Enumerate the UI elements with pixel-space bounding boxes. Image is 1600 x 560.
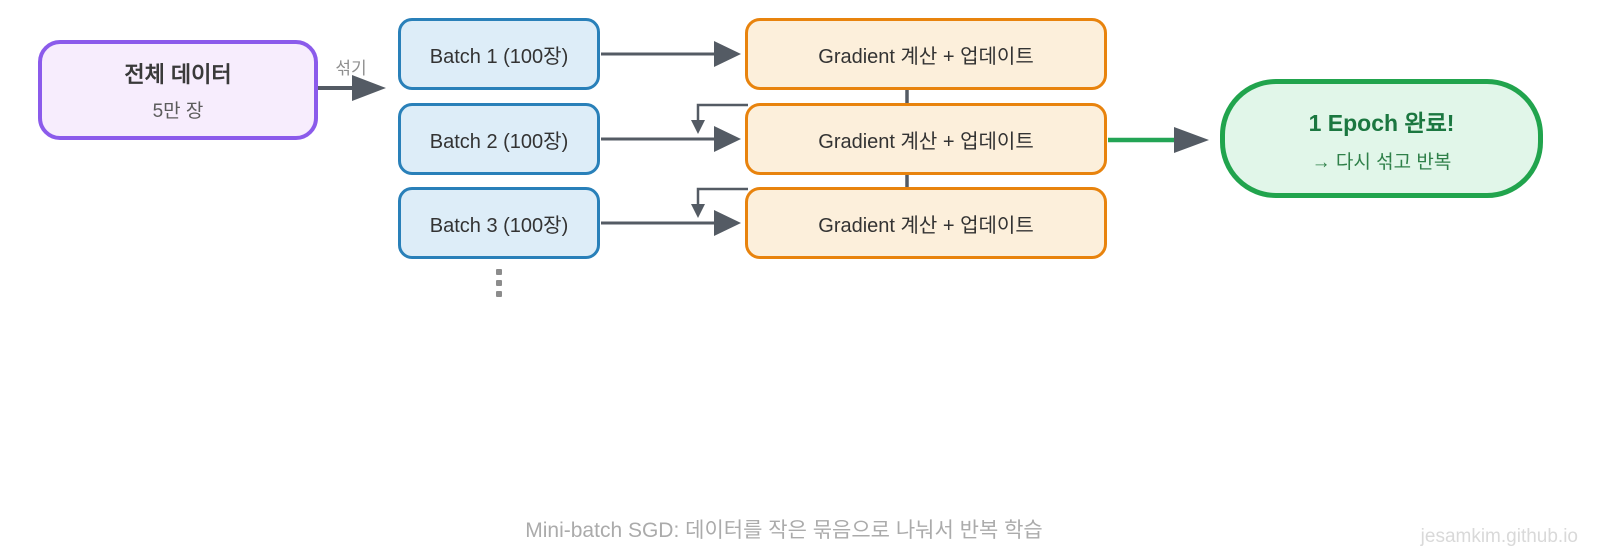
batch-1-box: Batch 1 (100장) bbox=[398, 18, 600, 90]
diagram-caption: Mini-batch SGD: 데이터를 작은 묶음으로 나눠서 반복 학습 bbox=[525, 519, 1043, 542]
dataset-box: 전체 데이터 5만 장 bbox=[38, 40, 318, 140]
dataset-box-subtitle: 5만 장 bbox=[152, 101, 204, 122]
shuffle-arrow-label: 섞기 bbox=[335, 59, 367, 78]
ellipsis-dot bbox=[496, 280, 502, 286]
epoch-complete-title: 1 Epoch 완료! bbox=[1308, 109, 1455, 136]
gradient-step-3-label: Gradient 계산 + 업데이트 bbox=[818, 214, 1034, 237]
batch-2-label: Batch 2 (100장) bbox=[429, 130, 569, 153]
ellipsis-dot bbox=[496, 269, 502, 275]
gradient1-loop-elbow-arrow bbox=[691, 103, 748, 134]
site-watermark: jesamkim.github.io bbox=[1420, 526, 1578, 547]
batch1-to-gradient1-arrow bbox=[601, 41, 741, 67]
batch-2-box: Batch 2 (100장) bbox=[398, 103, 600, 175]
gradient-step-2-label: Gradient 계산 + 업데이트 bbox=[818, 130, 1034, 153]
gradient-step-1-box: Gradient 계산 + 업데이트 bbox=[745, 18, 1107, 90]
dataset-box-title: 전체 데이터 bbox=[124, 62, 232, 87]
batch-1-label: Batch 1 (100장) bbox=[429, 45, 569, 68]
epoch-complete-subtitle: → 다시 섞고 반복 bbox=[1311, 151, 1452, 173]
gradient-step-2-box: Gradient 계산 + 업데이트 bbox=[745, 103, 1107, 175]
epoch-complete-box: 1 Epoch 완료! → 다시 섞고 반복 bbox=[1220, 79, 1543, 198]
gradient-step-1-label: Gradient 계산 + 업데이트 bbox=[818, 45, 1034, 68]
ellipsis-dot bbox=[496, 291, 502, 297]
gradient-step-3-box: Gradient 계산 + 업데이트 bbox=[745, 187, 1107, 259]
more-batches-ellipsis bbox=[496, 269, 502, 297]
gradient-to-epoch-arrow bbox=[1108, 127, 1209, 153]
batch-3-label: Batch 3 (100장) bbox=[429, 214, 569, 237]
batch2-to-gradient2-arrow bbox=[601, 126, 741, 152]
batch-3-box: Batch 3 (100장) bbox=[398, 187, 600, 259]
batch3-to-gradient3-arrow bbox=[601, 210, 741, 236]
gradient2-loop-elbow-arrow bbox=[691, 187, 748, 218]
